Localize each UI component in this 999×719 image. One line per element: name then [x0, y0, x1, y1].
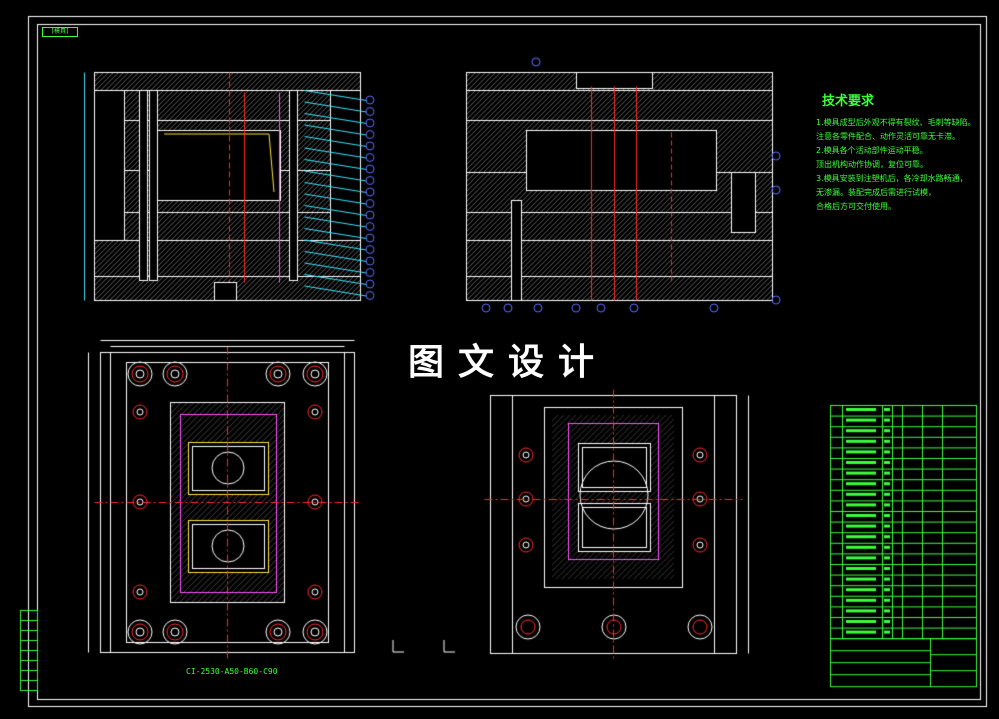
- tech-line-2: 注意各零件配合、动作灵活可靠无卡滞。: [816, 132, 960, 141]
- tech-line-6: 无渗漏。装配完成后需进行试模，: [816, 188, 936, 197]
- watermark-text: 图文设计: [388, 338, 628, 386]
- frame-tag: [模具]: [42, 27, 78, 37]
- tech-line-5: 3.模具安装到注塑机后，各冷却水路畅通，: [816, 174, 968, 183]
- mold-base-model-label: CI-2530-A50-B60-C90: [186, 667, 278, 676]
- tech-line-1: 1.模具成型后外观不得有裂纹、毛刺等缺陷。: [816, 118, 976, 127]
- technical-requirements-title: 技术要求: [822, 94, 875, 109]
- tech-line-3: 2.模具各个活动部件运动平稳。: [816, 146, 928, 155]
- tech-line-4: 顶出机构动作协调，复位可靠。: [816, 160, 928, 169]
- tech-line-7: 合格后方可交付使用。: [816, 202, 896, 211]
